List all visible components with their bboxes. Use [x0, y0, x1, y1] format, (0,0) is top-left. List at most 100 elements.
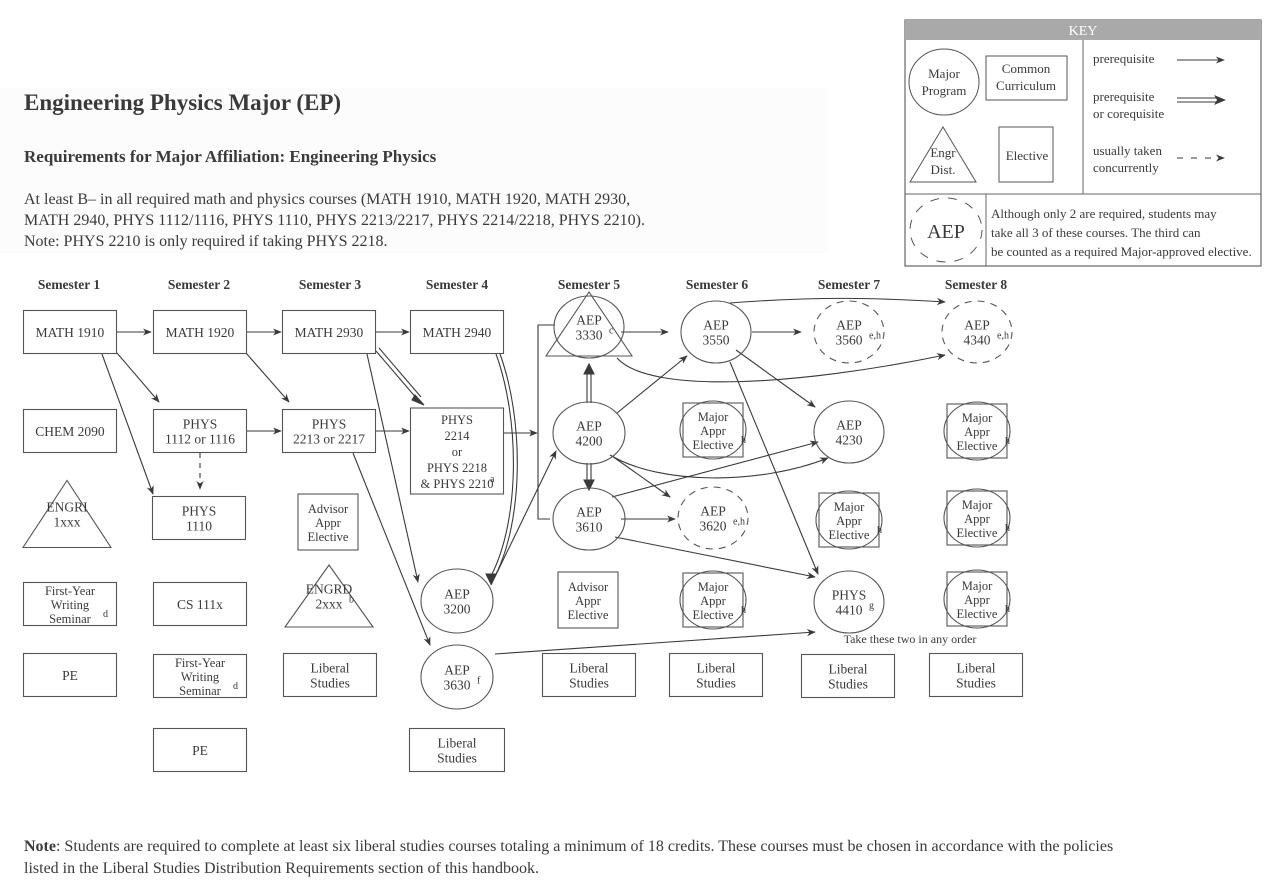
- key-concurrent-label: concurrently: [1093, 160, 1159, 175]
- node-label: First-Year: [175, 656, 226, 670]
- semester-2-header: Semester 2: [168, 277, 231, 292]
- node-label: Appr: [964, 425, 991, 439]
- semester-7-header: Semester 7: [818, 277, 881, 292]
- node-label: Studies: [696, 676, 736, 691]
- node-label: 3330: [576, 328, 603, 343]
- arrow-aep4200-aep3610-coreq: [583, 463, 595, 492]
- node-label: PHYS 2218: [427, 461, 487, 475]
- course-node-chem2090: CHEM 2090: [22, 408, 118, 454]
- page-title: Engineering Physics Major (EP): [24, 90, 342, 115]
- node-box: [682, 402, 744, 458]
- connectors: [101, 297, 946, 655]
- arrow-phys2213-aep3630: [352, 452, 431, 646]
- node-label: Studies: [956, 676, 996, 691]
- key-title: KEY: [1069, 24, 1098, 39]
- requirements-line: Note: PHYS 2210 is only required if taki…: [24, 233, 388, 250]
- arrow-math1920-phys2213: [245, 352, 290, 403]
- key-common-curriculum-label: Common: [1002, 61, 1051, 76]
- arrow-aep3610-aep4230: [611, 440, 819, 498]
- node-label: 1112 or 1116: [165, 432, 235, 447]
- node-label: AEP: [576, 313, 602, 328]
- node-triangle: [544, 291, 634, 357]
- node-label: PHYS: [832, 588, 867, 603]
- node-label: Liberal: [697, 661, 736, 676]
- bracket-semester5: [537, 324, 555, 520]
- node-box: [22, 581, 118, 627]
- node-label: 3560: [836, 333, 863, 348]
- node-label: 4340: [964, 333, 991, 348]
- node-label: Liberal: [957, 661, 996, 676]
- node-label: Elective: [693, 608, 734, 622]
- key-concurrent-label: usually taken: [1093, 143, 1162, 158]
- course-node-math2930: MATH 2930: [281, 309, 377, 355]
- node-box: [800, 653, 896, 699]
- node-label: CS 111x: [177, 597, 223, 612]
- node-label: ENGRI: [46, 500, 88, 515]
- node-dashed-ellipse: [813, 300, 885, 364]
- node-footnote-marker: h: [741, 435, 746, 446]
- node-footnote-marker: h: [741, 605, 746, 616]
- node-label: Studies: [310, 676, 350, 691]
- node-label: Elective: [308, 530, 349, 544]
- node-label: 3620: [700, 519, 727, 534]
- node-label: 2213 or 2217: [293, 432, 365, 447]
- node-ellipse: [680, 300, 752, 364]
- node-label: CHEM 2090: [35, 424, 105, 439]
- course-node-math1920: MATH 1920: [152, 309, 248, 355]
- node-label: Appr: [575, 594, 602, 608]
- node-label: Advisor: [568, 580, 609, 594]
- node-dashed-ellipse: [941, 300, 1013, 364]
- node-label: Liberal: [570, 661, 609, 676]
- node-box: [946, 490, 1008, 546]
- node-label: Appr: [964, 593, 991, 607]
- node-label: AEP: [703, 318, 729, 333]
- key-header: [905, 20, 1261, 40]
- node-footnote-marker: g: [869, 601, 874, 612]
- node-label: AEP: [444, 587, 470, 602]
- node-ellipse: [815, 490, 883, 550]
- key-major-program-label: Program: [922, 83, 967, 98]
- node-label: Elective: [957, 607, 998, 621]
- node-label: 3630: [444, 678, 471, 693]
- semester-8-header: Semester 8: [945, 277, 1008, 292]
- arrow-aep4200-aep3620: [611, 455, 671, 498]
- node-footnote-marker: a: [490, 474, 495, 485]
- node-label: Major: [834, 500, 865, 514]
- node-label: MATH 1910: [36, 325, 105, 340]
- node-label: Major: [698, 580, 729, 594]
- node-footnote-marker: e,h: [997, 331, 1009, 342]
- node-label: Studies: [569, 676, 609, 691]
- node-footnote-marker: e,h: [733, 517, 745, 528]
- footnote-label: Note: [24, 838, 56, 855]
- node-footnote-marker: h: [1005, 523, 1010, 534]
- node-triangle: [21, 479, 113, 549]
- key-prerequisite-label: prerequisite: [1093, 51, 1155, 66]
- semester-4-header: Semester 4: [426, 277, 489, 292]
- node-label: PHYS: [183, 417, 218, 432]
- node-label: 4230: [836, 433, 863, 448]
- node-ellipse: [552, 487, 626, 551]
- any-order-annotation: Take these two in any order: [844, 632, 977, 646]
- semester-3-header: Semester 3: [299, 277, 362, 292]
- footnote: Note: Students are required to complete …: [24, 836, 1144, 880]
- arrow-aep3550-phys4410: [729, 361, 819, 575]
